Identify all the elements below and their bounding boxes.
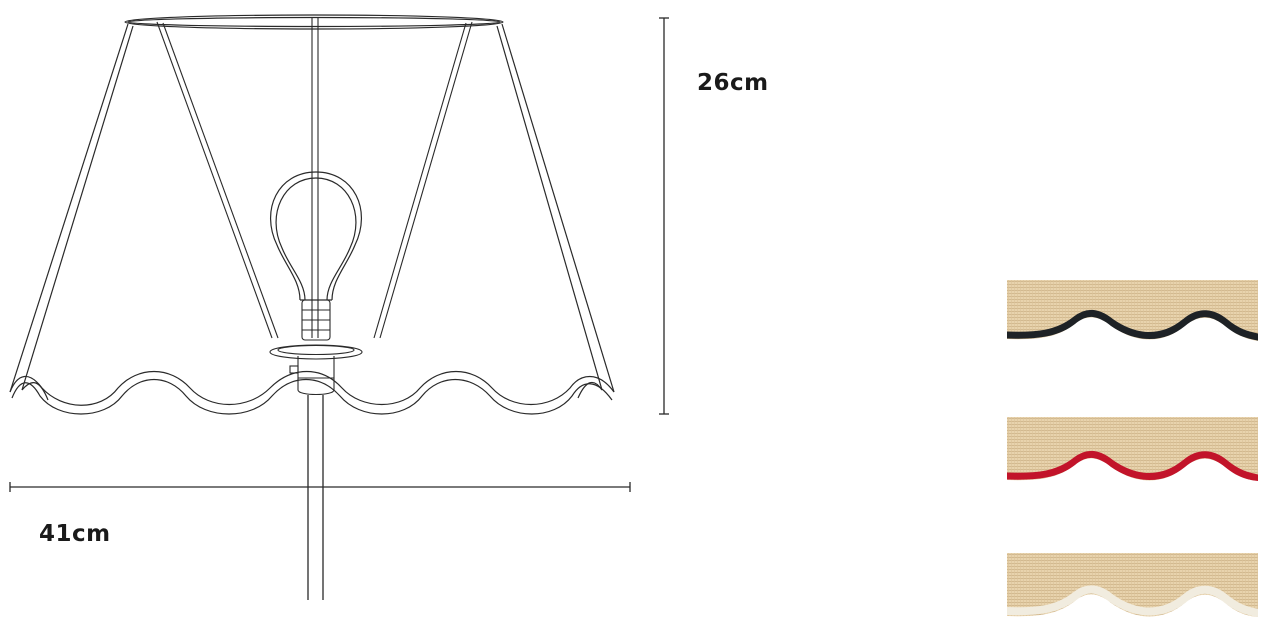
bulb-holder xyxy=(269,299,363,396)
trim-cream xyxy=(1007,585,1258,617)
trim-swatch-cream[interactable] xyxy=(1007,553,1258,617)
height-label: 26cm xyxy=(697,70,769,96)
trim-swatch-black[interactable] xyxy=(1007,280,1258,344)
bulb-icon xyxy=(269,171,363,301)
trim-black xyxy=(1007,310,1258,341)
width-label: 41cm xyxy=(39,521,111,547)
lampshade-outline xyxy=(9,14,615,393)
height-dimension-line xyxy=(659,17,669,415)
trim-swatch-red[interactable] xyxy=(1007,417,1258,481)
scalloped-hem xyxy=(9,370,615,415)
width-dimension-line xyxy=(9,482,631,492)
trim-red xyxy=(1007,451,1258,481)
lamp-stem xyxy=(307,395,324,600)
